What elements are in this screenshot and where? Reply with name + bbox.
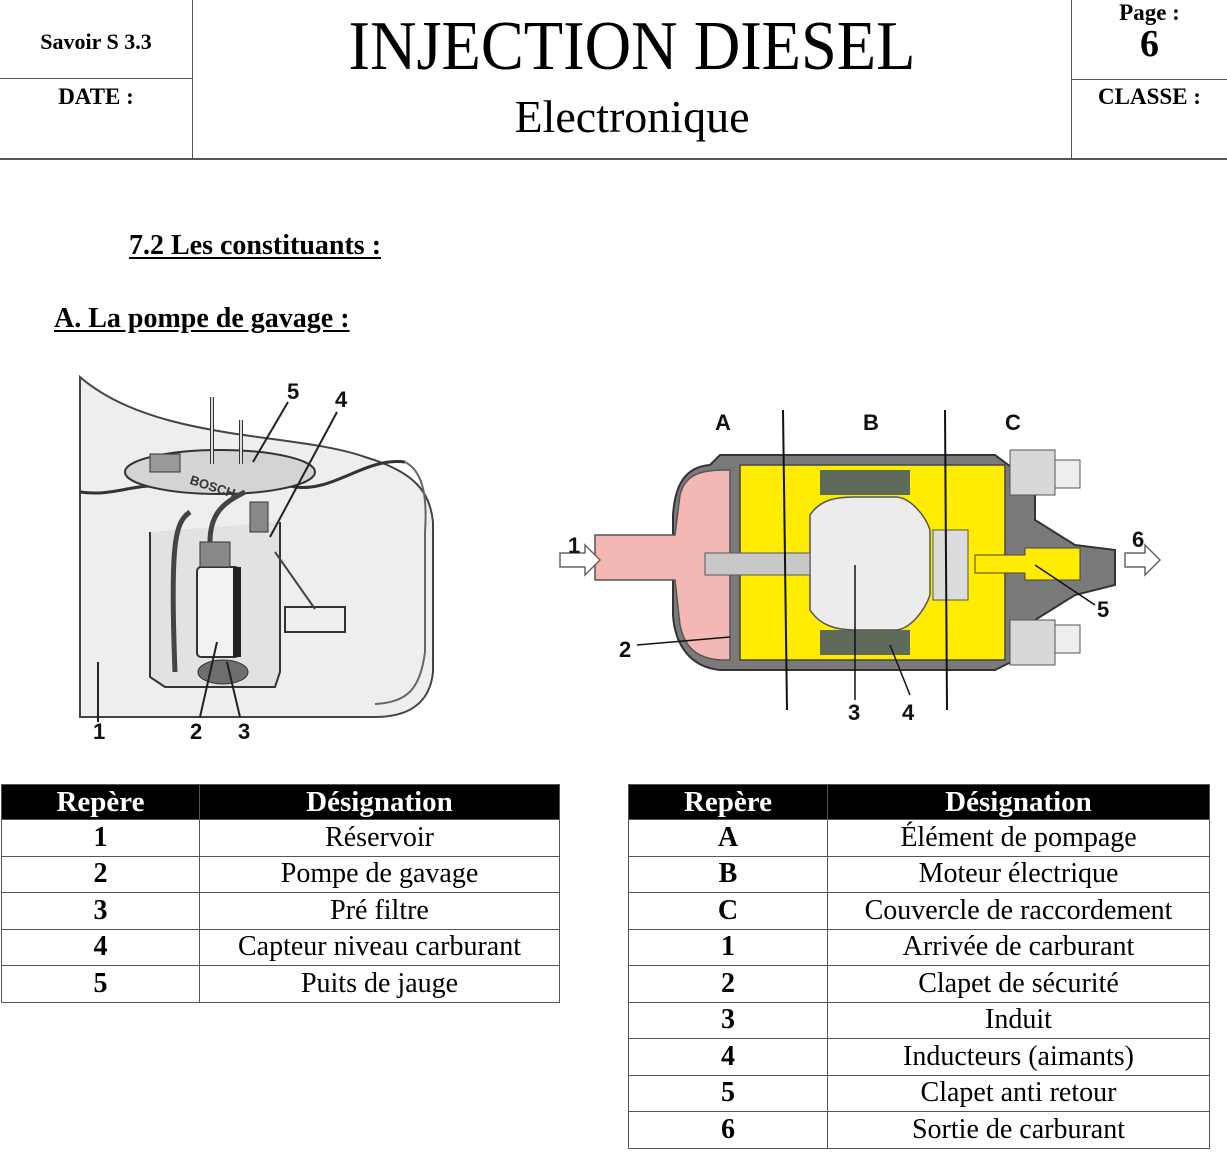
outlet-arrow	[1124, 543, 1162, 577]
callout-1: 1	[93, 719, 105, 744]
cell-designation: Pompe de gavage	[199, 855, 560, 893]
cell-repere: 4	[1, 928, 200, 966]
cell-repere: 5	[628, 1074, 828, 1112]
cell-repere: A	[628, 819, 828, 857]
tank-side-rim	[374, 461, 427, 705]
header-right-cell: Page : 6 CLASSE :	[1071, 0, 1227, 158]
armature	[809, 496, 931, 631]
section-title: 7.2 Les constituants :	[129, 230, 382, 261]
column-header-repere: Repère	[628, 784, 828, 820]
terminal-bottom	[1009, 619, 1056, 666]
pump-body	[196, 566, 240, 658]
callout-4: 4	[335, 387, 348, 412]
document-header: Savoir S 3.3 DATE : INJECTION DIESEL Ele…	[0, 0, 1227, 160]
terminal-top	[1009, 449, 1056, 496]
callout-3: 3	[848, 700, 860, 725]
page-label: Page :	[1119, 0, 1180, 25]
cell-designation: Réservoir	[199, 819, 560, 857]
callout-5: 5	[1097, 597, 1109, 622]
inlet-chamber	[594, 469, 731, 661]
magnet-top	[820, 470, 910, 495]
cell-designation: Couvercle de raccordement	[827, 892, 1210, 930]
header-left-cell: Savoir S 3.3 DATE :	[0, 0, 193, 158]
cell-designation: Pré filtre	[199, 892, 560, 930]
shaft	[704, 552, 811, 576]
level-sensor	[249, 501, 269, 533]
outlet-channel	[974, 547, 1081, 581]
page-box: Page : 6	[1072, 0, 1227, 80]
cell-repere: 6	[628, 1111, 828, 1149]
date-label: DATE :	[58, 84, 134, 109]
pump-section-diagram: A B C 1 2 3 4 5 6	[555, 405, 1175, 730]
cell-repere: 5	[1, 965, 200, 1003]
page-number: 6	[1140, 23, 1159, 65]
sub-title: A. La pompe de gavage :	[54, 303, 350, 334]
cell-designation: Puits de jauge	[199, 965, 560, 1003]
cell-designation: Capteur niveau carburant	[199, 928, 560, 966]
cell-designation: Élément de pompage	[827, 819, 1210, 857]
inlet-arrow	[559, 543, 602, 577]
header-title-cell: INJECTION DIESEL Electronique	[193, 0, 1071, 158]
tank-pump-diagram: BOSCH 1 2 3 4 5	[75, 372, 445, 747]
column-header-designation: Désignation	[827, 784, 1210, 820]
pre-filter	[197, 659, 249, 685]
cell-designation: Moteur électrique	[827, 855, 1210, 893]
callout-6: 6	[1132, 527, 1144, 552]
connector-block	[149, 453, 181, 473]
cell-repere: B	[628, 855, 828, 893]
callout-5: 5	[287, 379, 299, 404]
cell-designation: Inducteurs (aimants)	[827, 1038, 1210, 1076]
document-subtitle: Electronique	[514, 91, 750, 142]
callout-4: 4	[902, 700, 915, 725]
callout-2: 2	[619, 637, 631, 662]
cell-repere: 3	[628, 1001, 828, 1039]
magnet-bottom	[820, 630, 910, 655]
zone-label-a: A	[715, 410, 731, 435]
column-header-designation: Désignation	[199, 784, 560, 820]
commutator	[932, 529, 969, 601]
cell-repere: 2	[628, 965, 828, 1003]
cell-repere: 2	[1, 855, 200, 893]
document-title: INJECTION DIESEL	[348, 8, 916, 85]
column-header-repere: Repère	[1, 784, 200, 820]
cell-repere: 3	[1, 892, 200, 930]
callout-3: 3	[238, 719, 250, 744]
cell-designation: Clapet anti retour	[827, 1074, 1210, 1112]
table-header-row: Repère Désignation	[1, 784, 560, 820]
classe-label: CLASSE :	[1098, 84, 1201, 109]
cell-designation: Sortie de carburant	[827, 1111, 1210, 1149]
savoir-label: Savoir S 3.3	[0, 0, 192, 79]
callout-1: 1	[568, 533, 580, 558]
cell-repere: 4	[628, 1038, 828, 1076]
cell-repere: 1	[1, 819, 200, 857]
zone-label-c: C	[1005, 410, 1021, 435]
zone-label-b: B	[863, 410, 879, 435]
cell-designation: Clapet de sécurité	[827, 965, 1210, 1003]
table-header-row: Repère Désignation	[628, 784, 1210, 820]
callout-2: 2	[190, 719, 202, 744]
cell-designation: Arrivée de carburant	[827, 928, 1210, 966]
cell-designation: Induit	[827, 1001, 1210, 1039]
cell-repere: C	[628, 892, 828, 930]
cell-repere: 1	[628, 928, 828, 966]
float	[284, 606, 346, 633]
